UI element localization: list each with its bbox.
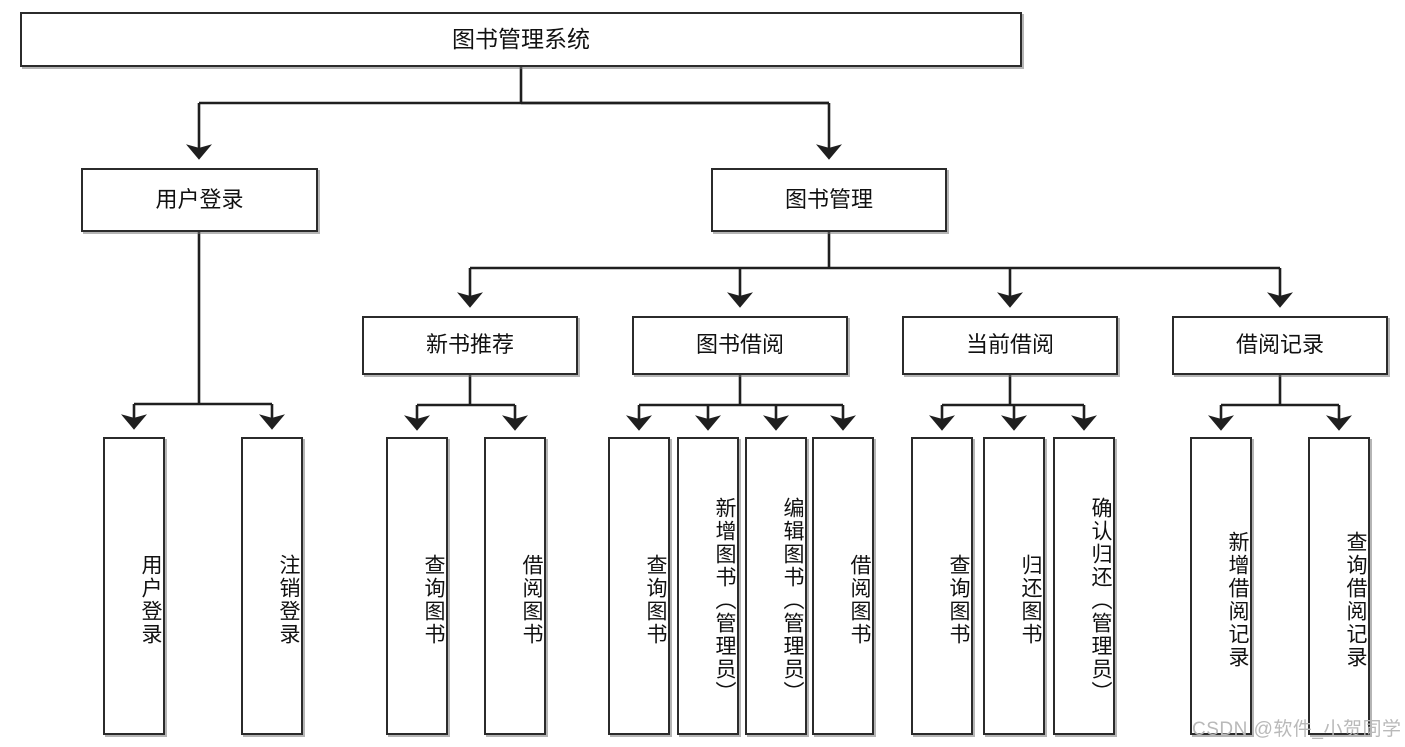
leaf-label: 借阅图书	[848, 554, 871, 646]
node-leaf-add-record[interactable]: 新增借阅记录	[1190, 437, 1252, 735]
node-leaf-query-book-3[interactable]: 查询图书	[911, 437, 973, 735]
node-leaf-confirm-return[interactable]: 确认归还（管理员）	[1053, 437, 1115, 735]
node-leaf-return-book[interactable]: 归还图书	[983, 437, 1045, 735]
leaf-label: 编辑图书（管理员）	[781, 496, 804, 704]
node-leaf-borrow-book-1[interactable]: 借阅图书	[484, 437, 546, 735]
node-current-borrow[interactable]: 当前借阅	[902, 316, 1118, 375]
node-leaf-query-record[interactable]: 查询借阅记录	[1308, 437, 1370, 735]
node-leaf-edit-book[interactable]: 编辑图书（管理员）	[745, 437, 807, 735]
node-book-manage[interactable]: 图书管理	[711, 168, 947, 232]
node-borrow-record[interactable]: 借阅记录	[1172, 316, 1388, 375]
leaf-label: 新增借阅记录	[1226, 531, 1249, 669]
leaf-label: 借阅图书	[520, 554, 543, 646]
leaf-label: 查询借阅记录	[1344, 531, 1367, 669]
leaf-label: 确认归还（管理员）	[1089, 496, 1112, 704]
leaf-label: 查询图书	[947, 554, 970, 646]
node-root-system[interactable]: 图书管理系统	[20, 12, 1022, 67]
leaf-label: 新增图书（管理员）	[713, 496, 736, 704]
node-leaf-query-book-2[interactable]: 查询图书	[608, 437, 670, 735]
node-leaf-query-book-1[interactable]: 查询图书	[386, 437, 448, 735]
leaf-label: 用户登录	[139, 554, 162, 646]
leaf-label: 归还图书	[1019, 554, 1042, 646]
node-leaf-add-book[interactable]: 新增图书（管理员）	[677, 437, 739, 735]
node-user-login[interactable]: 用户登录	[81, 168, 318, 232]
node-leaf-borrow-book-2[interactable]: 借阅图书	[812, 437, 874, 735]
leaf-label: 注销登录	[277, 554, 300, 646]
node-book-borrow[interactable]: 图书借阅	[632, 316, 848, 375]
node-leaf-user-logout[interactable]: 注销登录	[241, 437, 303, 735]
node-leaf-user-login[interactable]: 用户登录	[103, 437, 165, 735]
csdn-watermark: CSDN @软件_小贺同学	[1192, 719, 1402, 740]
node-new-book-rec[interactable]: 新书推荐	[362, 316, 578, 375]
leaf-label: 查询图书	[644, 554, 667, 646]
leaf-label: 查询图书	[422, 554, 445, 646]
